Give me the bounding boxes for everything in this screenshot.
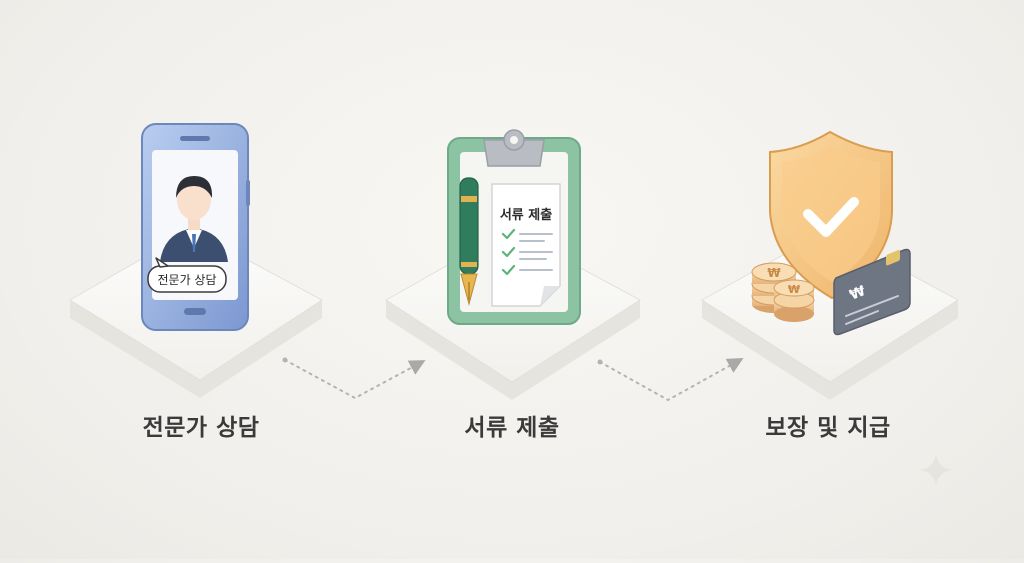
consultation-badge-text: 전문가 상담 [157,273,216,287]
fountain-pen-icon [459,177,479,306]
svg-text:₩: ₩ [788,283,800,296]
clipboard-document-icon: 서류 제출 [447,129,581,325]
document-title-text: 서류 제출 [500,207,552,223]
credit-card-icon: ₩ [833,248,911,336]
arrow-2 [599,358,744,402]
sparkle-icon [920,454,952,486]
shield-coins-card-icon: ₩ ₩ ₩ [751,130,911,336]
step-label-documents: 서류 제출 [464,415,560,441]
phone-consultant-icon: 전문가 상담 [141,123,250,331]
arrow-1 [284,359,426,400]
coin-stack-icon: ₩ ₩ [751,262,815,322]
step-label-payment: 보장 및 지급 [765,415,891,441]
svg-text:₩: ₩ [848,283,869,304]
shield-icon [769,130,893,300]
step-label-consultation: 전문가 상담 [142,415,260,441]
svg-text:₩: ₩ [767,266,781,280]
